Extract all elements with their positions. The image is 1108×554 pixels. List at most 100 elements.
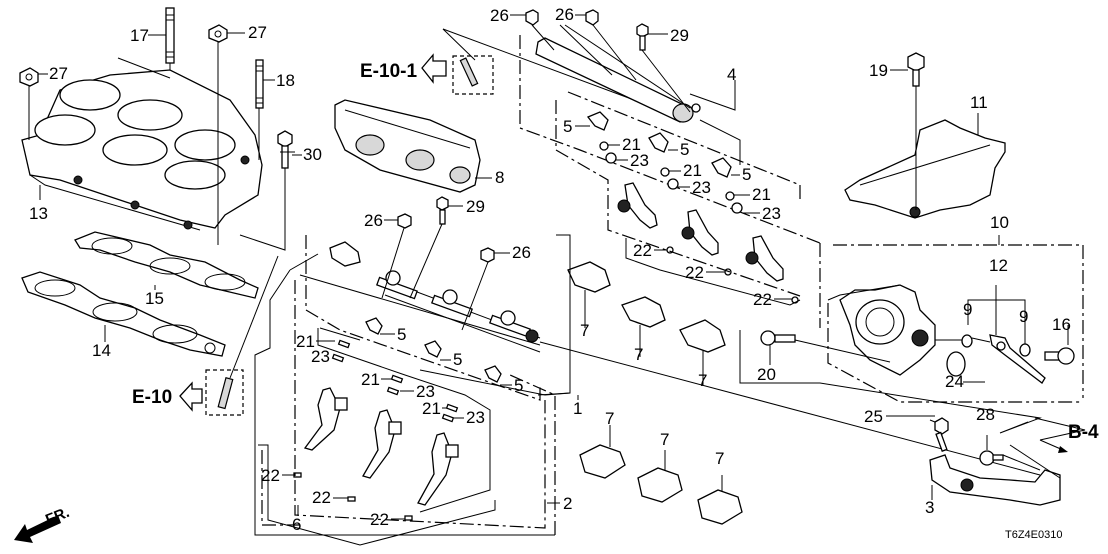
callout-7: 7 (698, 371, 707, 390)
plug-16[interactable] (1044, 347, 1075, 365)
callout-27: 27 (49, 64, 68, 83)
callout-14: 14 (92, 341, 111, 360)
callout-25: 25 (864, 407, 883, 426)
nut-26-b[interactable] (585, 9, 599, 26)
callout-30: 30 (303, 145, 322, 164)
ref-e10-1-arrow-icon[interactable] (421, 53, 447, 84)
engine-cover-8[interactable] (334, 99, 481, 193)
intake-manifold[interactable] (21, 69, 263, 231)
sensor-7-f[interactable] (697, 489, 743, 525)
clip-5-e[interactable] (424, 340, 442, 358)
o-ring-21-e[interactable] (390, 374, 404, 384)
callout-12: 12 (989, 256, 1008, 275)
ref-e10-1-label[interactable]: E-10-1 (360, 61, 417, 82)
injector-e[interactable] (362, 409, 402, 479)
nut-26-d[interactable] (480, 247, 495, 263)
o-ring-9-a[interactable] (961, 334, 973, 348)
pressure-sensor[interactable] (329, 241, 361, 267)
bolt-29-top[interactable] (636, 23, 649, 51)
nut-26-c[interactable] (397, 213, 412, 229)
seal-23-f[interactable] (441, 413, 455, 423)
nut-27-left[interactable] (19, 67, 39, 87)
callout-7: 7 (660, 430, 669, 449)
ref-b4-label[interactable]: B-4 (1068, 422, 1099, 443)
gasket-14[interactable] (21, 271, 226, 357)
callout-7: 7 (634, 345, 643, 364)
callout-17: 17 (130, 26, 149, 45)
callout-22: 22 (312, 488, 331, 507)
callout-26: 26 (364, 211, 383, 230)
fitting-12[interactable] (989, 334, 1046, 384)
seal-23-e[interactable] (386, 386, 400, 396)
bolt-30[interactable] (277, 130, 293, 169)
o-ring-9-b[interactable] (1019, 343, 1031, 357)
callout-21: 21 (361, 370, 380, 389)
seal-23-c[interactable] (731, 202, 743, 214)
o-ring-24[interactable] (946, 351, 966, 377)
fuel-pump[interactable] (839, 284, 936, 376)
sensor-7-a[interactable] (567, 261, 611, 293)
washer-22-f[interactable] (404, 515, 413, 521)
stud-18[interactable] (255, 59, 264, 109)
o-ring-21-f[interactable] (445, 403, 459, 413)
o-ring-21-a[interactable] (599, 141, 609, 151)
bolt-19[interactable] (907, 52, 925, 87)
callout-22: 22 (633, 241, 652, 260)
callout-5: 5 (563, 117, 572, 136)
callout-26: 26 (555, 5, 574, 24)
seal-23-b[interactable] (667, 178, 679, 190)
clip-5-c[interactable] (711, 157, 732, 178)
sensor-7-c[interactable] (679, 319, 726, 353)
injector-f[interactable] (417, 432, 459, 506)
sensor-7-e[interactable] (637, 467, 683, 503)
bolt-25[interactable] (934, 417, 949, 452)
nut-26-a[interactable] (525, 9, 539, 26)
callout-29: 29 (466, 197, 485, 216)
sensor-7-b[interactable] (621, 296, 666, 328)
stud-e10-1 (452, 55, 494, 95)
ref-e10-arrow-icon[interactable] (179, 381, 203, 412)
fuel-rail-4[interactable] (535, 37, 701, 123)
callout-18: 18 (276, 71, 295, 90)
injector-c[interactable] (745, 235, 784, 282)
callout-23: 23 (416, 382, 435, 401)
callout-5: 5 (680, 140, 689, 159)
o-ring-21-d[interactable] (337, 339, 351, 349)
clip-5-b[interactable] (648, 132, 669, 153)
o-ring-21-b[interactable] (660, 167, 670, 177)
nut-27-top[interactable] (208, 24, 228, 43)
o-ring-21-c[interactable] (725, 191, 735, 201)
injector-d[interactable] (303, 387, 348, 451)
callout-1: 1 (573, 399, 582, 418)
ref-e10-label[interactable]: E-10 (132, 387, 172, 408)
injector-b[interactable] (681, 209, 719, 256)
callout-2: 2 (563, 494, 572, 513)
injector-a[interactable] (617, 182, 658, 229)
callout-21: 21 (622, 135, 641, 154)
clip-5-d[interactable] (365, 317, 383, 335)
stud-17[interactable] (165, 7, 175, 64)
seal-23-a[interactable] (605, 152, 617, 164)
bolt-20[interactable] (760, 330, 796, 346)
callout-22: 22 (685, 263, 704, 282)
callout-16: 16 (1052, 315, 1071, 334)
sensor-7-d[interactable] (579, 444, 626, 479)
bolt-29-mid[interactable] (436, 196, 449, 225)
callout-3: 3 (925, 498, 934, 517)
clip-5-a[interactable] (586, 111, 609, 131)
callout-7: 7 (715, 449, 724, 468)
clip-5-f[interactable] (484, 365, 502, 383)
front-arrow-icon (14, 515, 61, 543)
bolt-28[interactable] (979, 450, 1004, 466)
callout-23: 23 (630, 151, 649, 170)
seal-23-d[interactable] (331, 353, 345, 363)
bracket-11[interactable] (844, 119, 1006, 219)
washer-22-e[interactable] (347, 496, 356, 502)
gasket-15[interactable] (74, 231, 259, 299)
callout-5: 5 (453, 350, 462, 369)
fuel-line-3[interactable] (929, 454, 1061, 506)
callout-21: 21 (422, 399, 441, 418)
front-indicator-label: FR. (43, 504, 72, 529)
callout-9: 9 (963, 300, 972, 319)
